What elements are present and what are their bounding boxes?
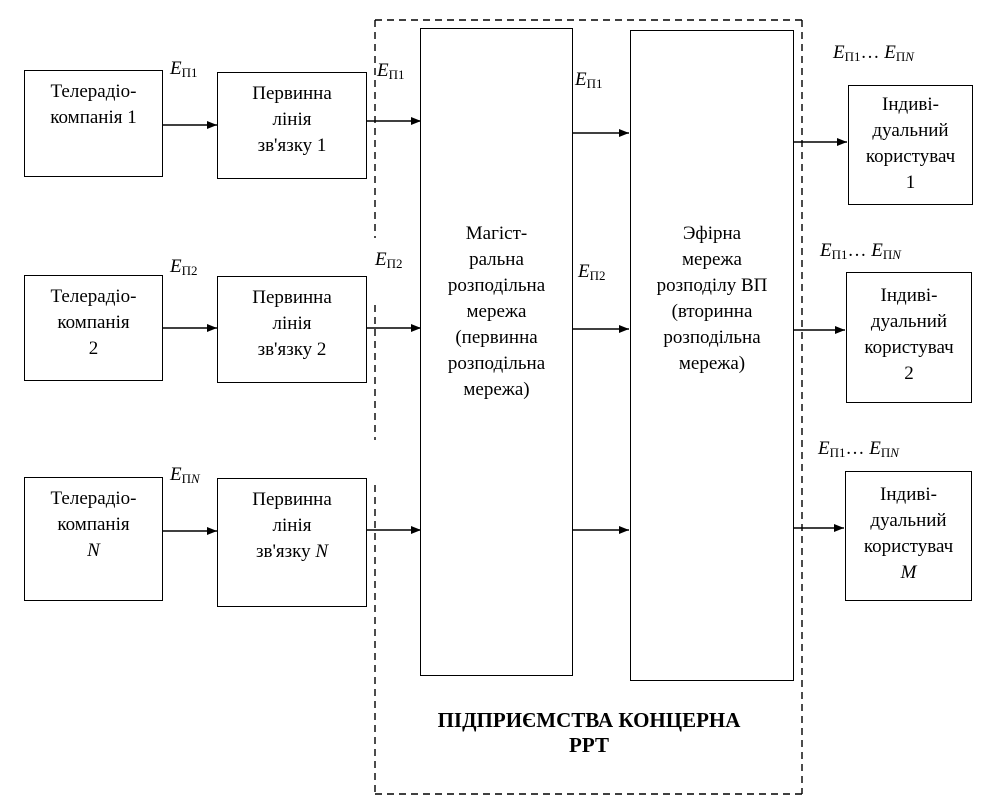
user-M-box: Індиві- дуальний користувач M [845,471,972,601]
box-text: користувач [863,536,954,557]
signal-label-sourceN: EПN [170,464,200,486]
user-1-box: Індиві- дуальний користувач 1 [848,85,973,205]
box-text: Эфірна [682,223,742,244]
box-text: мережа) [463,379,530,400]
enterprise-boundary [374,19,803,795]
box-text: Індиві- [880,285,938,306]
box-text: Первинна [252,83,332,104]
box-text: 2 [88,338,99,359]
backbone-network-box: Магіст- ральна розподільна мережа (перви… [420,28,573,676]
primary-link-N-box: Первинна лінія зв'язку N [217,478,367,607]
box-text: дуальний [872,120,949,141]
signal-label-source1: EП1 [170,58,198,80]
box-text: Телерадіо- [50,488,137,509]
box-text: зв'язку 1 [257,135,327,156]
signal-label-backbone-1: EП1 [575,69,603,91]
primary-link-1-box: Первинна лінія зв'язку 1 [217,72,367,179]
box-text: зв'язку N [255,541,329,562]
primary-link-2-box: Первинна лінія зв'язку 2 [217,276,367,383]
box-text: мережа) [678,353,746,374]
box-text: лінія [272,515,312,536]
box-text: 2 [904,363,914,384]
enterprise-title: ПІДПРИЄМСТВА КОНЦЕРНА РРТ [375,708,803,758]
box-text: мережа [682,249,742,270]
box-text: розподілу ВП [656,275,768,296]
signal-label-backbone-2: EП2 [578,261,606,283]
tv-company-2-box: Телерадіо- компанія 2 [24,275,163,381]
box-text: компанія [57,514,130,535]
box-text: M [900,562,917,583]
signal-label-user1: EП1… EПN [833,42,914,64]
box-text: розподільна [447,275,546,296]
box-text: ральна [469,249,524,270]
signal-label-userM: EП1… EПN [818,438,899,460]
box-text: компанія 1 [50,107,137,128]
tv-company-N-box: Телерадіо- компанія N [24,477,163,601]
enterprise-title-line2: РРТ [569,733,609,757]
box-text: Телерадіо- [50,286,137,307]
signal-label-source2: EП2 [170,256,198,278]
signal-label-user2: EП1… EПN [820,240,901,262]
box-text: (вторинна [671,301,753,322]
box-text: компанія [57,312,130,333]
box-text: лінія [272,109,312,130]
box-text: дуальний [870,510,947,531]
box-text: (первинна [455,327,538,348]
box-text: розподільна [663,327,761,348]
enterprise-title-line1: ПІДПРИЄМСТВА КОНЦЕРНА [437,708,741,732]
tv-company-1-box: Телерадіо- компанія 1 [24,70,163,177]
box-text: Індиві- [880,484,937,505]
box-text: Телерадіо- [50,81,137,102]
signal-label-link2: EП2 [375,249,403,271]
box-text: Магіст- [465,223,528,244]
signal-label-link1: EП1 [377,60,405,82]
box-text: N [87,540,100,561]
box-text: користувач [865,146,956,167]
box-text: лінія [272,313,312,334]
box-text: зв'язку 2 [257,339,327,360]
box-text: користувач [864,337,954,358]
box-text: 1 [905,172,916,193]
broadcast-network-box: Эфірна мережа розподілу ВП (вторинна роз… [630,30,794,681]
box-text: Індиві- [882,94,939,115]
box-text: Первинна [252,287,332,308]
box-text: дуальний [870,311,948,332]
box-text: мережа [466,301,527,322]
user-2-box: Індиві- дуальний користувач 2 [846,272,972,403]
box-text: розподільна [447,353,546,374]
box-text: Первинна [252,489,332,510]
